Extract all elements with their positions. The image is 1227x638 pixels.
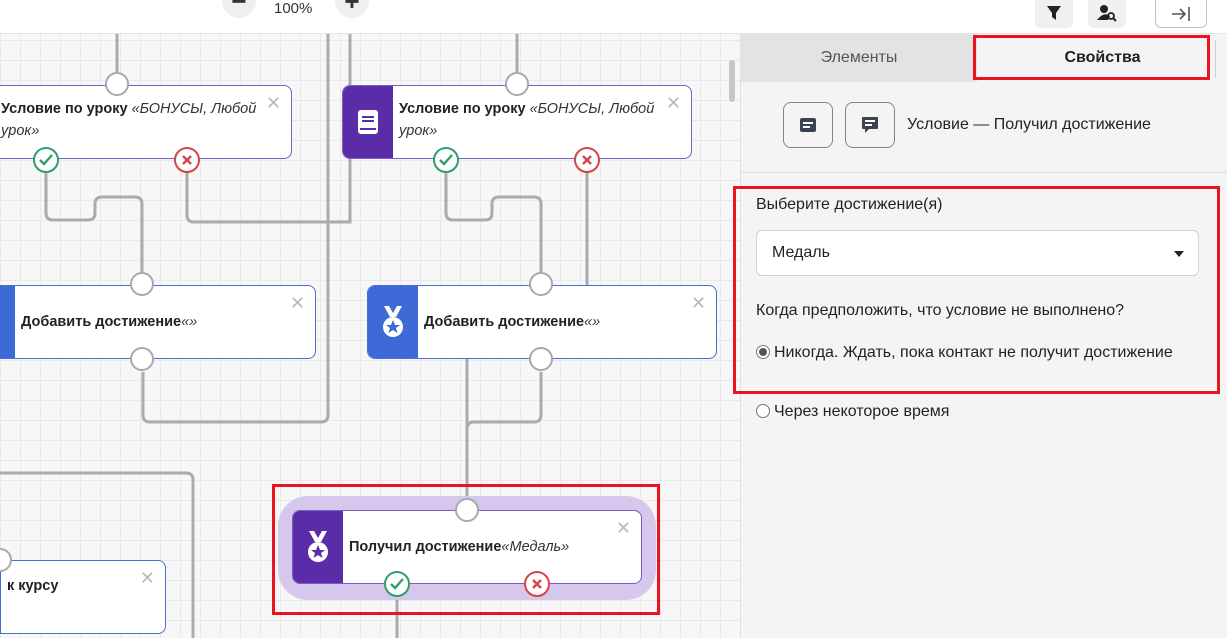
lesson-condition-node-right[interactable]: Условие по уроку «БОНУСЫ, Любой урок» ✕ (342, 85, 692, 159)
radio-label: Через некоторое время (774, 403, 950, 420)
input-port[interactable] (105, 72, 129, 96)
flow-canvas[interactable]: Условие по уроку «БОНУСЫ, Любой урок» ✕ … (0, 0, 740, 638)
node-title: к курсу (7, 578, 59, 594)
zoom-in-button[interactable]: + (335, 0, 369, 18)
node-title: Условие по уроку (1, 101, 128, 117)
filter-button[interactable] (1035, 0, 1073, 28)
comment-button[interactable] (845, 102, 895, 148)
settings-highlight-frame (733, 186, 1220, 394)
canvas-scroll-thumb[interactable] (729, 60, 735, 102)
node-detail: «Медаль» (501, 539, 570, 555)
card-view-button[interactable] (783, 102, 833, 148)
radio-after-time[interactable]: Через некоторое время (756, 398, 949, 426)
success-port-icon[interactable] (33, 147, 59, 173)
node-highlight-frame (272, 484, 660, 615)
input-port[interactable] (130, 272, 154, 296)
output-port[interactable] (529, 347, 553, 371)
achievement-field-label: Выберите достижение(я) (756, 196, 943, 213)
arrow-to-right-icon (1172, 7, 1190, 21)
node-detail: «БОНУСЫ, Любой урок» (399, 101, 655, 139)
connection-lines (0, 34, 589, 638)
properties-panel: Элементы Свойства Условие — Получил дост… (733, 34, 1227, 638)
book-icon (343, 86, 393, 158)
zoom-out-button[interactable]: − (222, 0, 256, 18)
panel-tabs: Элементы Свойства (741, 34, 1227, 82)
close-icon[interactable]: ✕ (139, 568, 155, 588)
tab-elements[interactable]: Элементы (741, 34, 977, 82)
course-node[interactable]: к курсу ✕ (0, 560, 166, 634)
user-search-button[interactable] (1088, 0, 1126, 28)
node-title: Добавить достижение (424, 314, 585, 330)
close-icon[interactable]: ✕ (665, 93, 681, 113)
filter-icon (1047, 6, 1061, 20)
zoom-level: 100% (274, 0, 313, 17)
tab-properties[interactable]: Свойства (977, 34, 1227, 82)
node-heading: Условие — Получил достижение (907, 116, 1151, 133)
divider (741, 172, 1227, 173)
radio-never[interactable]: Никогда. Ждать, пока контакт не получит … (756, 339, 1176, 367)
medal-icon (368, 286, 418, 358)
radio-unchecked-icon[interactable] (756, 404, 770, 418)
node-title: Добавить достижение (21, 314, 182, 330)
node-detail: «БОНУСЫ, Любой урок» (1, 101, 257, 139)
input-port[interactable] (529, 272, 553, 296)
top-toolbar: − 100% + (0, 0, 1227, 34)
panel-scrollbar[interactable] (1215, 40, 1223, 78)
node-detail: «» (181, 314, 198, 330)
medal-icon (0, 286, 15, 358)
node-title: Условие по уроку (399, 101, 526, 117)
received-achievement-node[interactable]: Получил достижение«Медаль» ✕ (292, 510, 642, 584)
comment-icon (862, 117, 878, 133)
failure-port-icon[interactable] (524, 571, 550, 597)
node-title: Получил достижение (349, 539, 502, 555)
input-port[interactable] (505, 72, 529, 96)
add-achievement-node-left[interactable]: Добавить достижение«» ✕ (0, 285, 316, 359)
output-port[interactable] (130, 347, 154, 371)
failure-port-icon[interactable] (174, 147, 200, 173)
close-icon[interactable]: ✕ (690, 293, 706, 313)
tab-highlight-frame (973, 35, 1210, 80)
radio-checked-icon[interactable] (756, 345, 770, 359)
close-icon[interactable]: ✕ (265, 93, 281, 113)
failure-question: Когда предположить, что условие не выпол… (756, 302, 1125, 319)
success-port-icon[interactable] (384, 571, 410, 597)
user-search-icon (1097, 5, 1117, 22)
select-value: Медаль (772, 244, 830, 261)
failure-port-icon[interactable] (574, 147, 600, 173)
caret-down-icon (1174, 251, 1184, 257)
success-port-icon[interactable] (433, 147, 459, 173)
card-icon (800, 118, 816, 132)
course-icon (0, 561, 1, 633)
achievement-select[interactable]: Медаль (756, 230, 1199, 276)
lesson-condition-node-left[interactable]: Условие по уроку «БОНУСЫ, Любой урок» ✕ (0, 85, 292, 159)
collapse-panel-button[interactable] (1155, 0, 1207, 28)
close-icon[interactable]: ✕ (615, 518, 631, 538)
radio-label: Никогда. Ждать, пока контакт не получит … (774, 344, 1173, 361)
medal-icon (293, 511, 343, 583)
node-detail: «» (584, 314, 601, 330)
close-icon[interactable]: ✕ (289, 293, 305, 313)
input-port[interactable] (455, 498, 479, 522)
